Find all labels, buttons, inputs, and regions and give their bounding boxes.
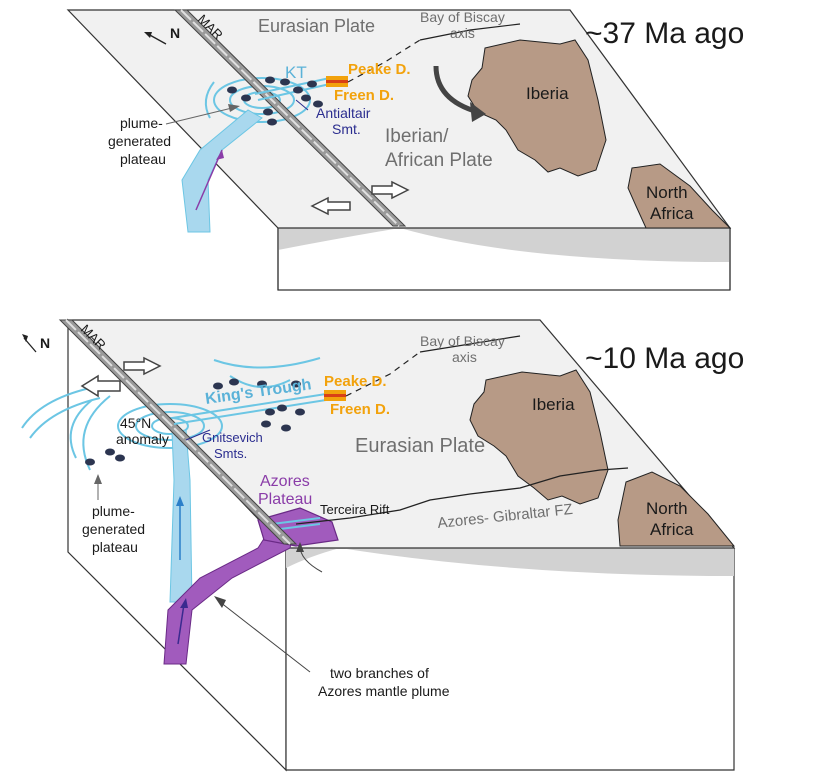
bottom-terceira-rift-line — [295, 467, 629, 525]
top-north-africa-label-1: North — [646, 183, 688, 202]
top-eurasian-plate-label: Eurasian Plate — [258, 16, 375, 36]
top-antialtair-label-1: Antialtair — [316, 105, 371, 121]
bottom-panel: ~10 Ma ago N MAR Bay of Biscay axis King… — [21, 318, 744, 772]
top-iberia-label: Iberia — [526, 84, 569, 103]
bottom-peake-label: Peake D. — [324, 373, 387, 390]
bottom-north-africa-label-2: Africa — [650, 520, 694, 539]
top-plume-conduit — [181, 109, 263, 233]
bottom-block-front-curve — [340, 548, 734, 576]
bottom-azores-label-1: Azores — [260, 473, 310, 490]
bottom-spreading-arrows — [80, 356, 162, 398]
bottom-biscay-label-2: axis — [452, 349, 477, 365]
bottom-azores-label-2: Plateau — [258, 491, 312, 508]
bottom-iberia-landmass — [469, 369, 609, 505]
bottom-time-label: ~10 Ma ago — [585, 342, 744, 375]
top-block-side-left — [68, 10, 278, 290]
top-biscay-label-1: Bay of Biscay — [420, 9, 505, 25]
top-freen-label: Freen D. — [334, 87, 394, 104]
top-biscay-axis-line — [347, 39, 421, 83]
top-iberia-landmass — [467, 39, 607, 177]
bottom-mar-ridge — [58, 319, 298, 545]
top-north-africa-label-2: Africa — [650, 204, 694, 223]
top-north-africa-landmass — [627, 163, 732, 229]
bottom-branches-label-2: Azores mantle plume — [318, 683, 450, 699]
bottom-biscay-label-1: Bay of Biscay — [420, 333, 505, 349]
bottom-seamounts — [85, 378, 305, 466]
top-block-front-curve-left — [278, 228, 400, 250]
bottom-anomaly-label-1: 45°N — [120, 415, 151, 431]
top-north-label: N — [170, 25, 180, 41]
bottom-plume-label-2: generated — [82, 521, 145, 537]
bottom-gnitsevich-label-1: Gnitsevich — [202, 430, 263, 445]
top-plume-label-3: plateau — [120, 151, 166, 167]
bottom-north-label: N — [40, 335, 50, 351]
top-mar-ridge — [173, 9, 407, 227]
top-time-label: ~37 Ma ago — [585, 17, 744, 50]
bottom-peake-freen-deeps — [324, 390, 346, 401]
bottom-plume-label-3: plateau — [92, 539, 138, 555]
top-iberian-plate-label-2: African Plate — [385, 150, 493, 171]
bottom-kings-trough-lines — [171, 393, 327, 425]
top-antialtair-label-2: Smt. — [332, 121, 361, 137]
top-block-front-curve — [278, 228, 730, 262]
top-panel: ~37 Ma ago N MAR Eurasian Plate Bay of B… — [66, 9, 744, 291]
top-kt-label: KT — [285, 63, 307, 82]
bottom-gnitsevich-label-2: Smts. — [214, 446, 247, 461]
top-seamounts — [227, 76, 323, 126]
top-plume-label-2: generated — [108, 133, 171, 149]
top-iberian-plate-label-1: Iberian/ — [385, 126, 449, 147]
bottom-anomaly-label-2: anomaly — [116, 431, 169, 447]
top-plume-label-1: plume- — [120, 115, 163, 131]
bottom-biscay-axis-line — [345, 351, 421, 397]
bottom-plume-label-1: plume- — [92, 503, 135, 519]
bottom-branches-label-1: two branches of — [330, 665, 429, 681]
bottom-terceira-label: Terceira Rift — [320, 502, 390, 517]
top-peake-freen-deeps — [326, 76, 348, 87]
top-spreading-arrows — [310, 180, 410, 216]
top-biscay-label-2: axis — [450, 25, 475, 41]
bottom-north-africa-landmass — [617, 471, 736, 547]
bottom-plume-rings — [21, 357, 321, 471]
bottom-north-africa-label-1: North — [646, 499, 688, 518]
top-peake-label: Peake D. — [348, 61, 411, 78]
bottom-iberia-label: Iberia — [532, 395, 575, 414]
top-rotation-arrow — [433, 65, 479, 115]
bottom-eurasian-plate-label: Eurasian Plate — [355, 435, 485, 457]
bottom-freen-label: Freen D. — [330, 401, 390, 418]
bottom-block-front — [285, 547, 735, 771]
